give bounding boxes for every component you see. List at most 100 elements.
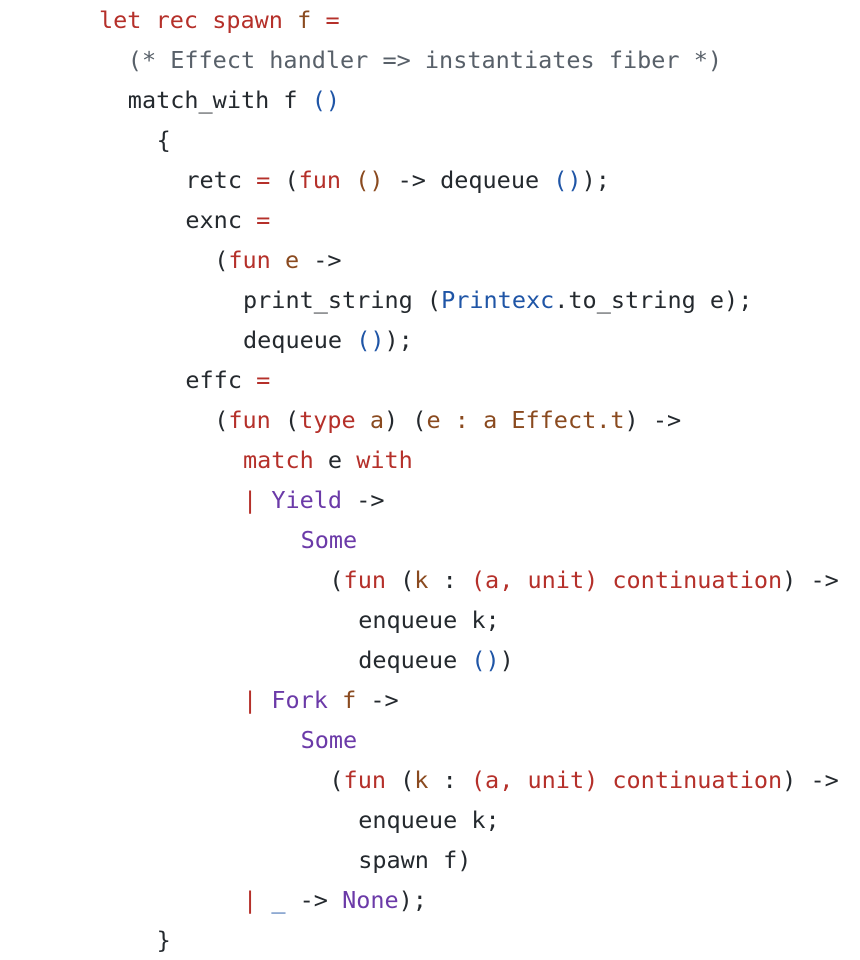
code-token xyxy=(242,366,256,394)
code-token: ) xyxy=(499,646,514,674)
code-token: k xyxy=(414,766,429,794)
code-token: : xyxy=(428,766,471,794)
code-token: | xyxy=(243,886,258,914)
code-line: (fun (k : (a, unit) continuation) -> xyxy=(329,760,838,800)
code-token: ( xyxy=(329,766,344,794)
code-line: enqueue k; xyxy=(358,600,499,640)
code-token: ) -> xyxy=(624,406,682,434)
code-line: dequeue ()) xyxy=(358,640,514,680)
code-token: None xyxy=(342,886,399,914)
code-token xyxy=(271,246,285,274)
code-token: } xyxy=(156,926,171,954)
code-token: = xyxy=(256,206,271,234)
code-token: f xyxy=(342,686,357,714)
code-token xyxy=(141,6,155,34)
code-token: match_with f xyxy=(127,86,312,114)
code-token: = xyxy=(256,366,271,394)
code-token: -> xyxy=(299,246,342,274)
code-token xyxy=(257,886,271,914)
code-token: | xyxy=(243,486,258,514)
code-token: () xyxy=(355,166,384,194)
code-token xyxy=(328,686,342,714)
code-token: ( xyxy=(270,166,299,194)
code-token: fun xyxy=(228,406,271,434)
code-token xyxy=(257,486,271,514)
code-token xyxy=(198,6,212,34)
code-token: fun xyxy=(298,166,342,194)
code-line: dequeue ()); xyxy=(243,320,413,360)
code-token: with xyxy=(356,446,413,474)
code-token: Fork xyxy=(271,686,328,714)
code-line: match e with xyxy=(243,440,413,480)
code-token: () xyxy=(311,86,341,114)
code-token: () xyxy=(471,646,500,674)
code-line: effc = xyxy=(185,360,270,400)
code-token: fun xyxy=(343,566,386,594)
code-line: let rec spawn f = xyxy=(99,0,340,40)
code-token: ); xyxy=(581,166,610,194)
code-line: Some xyxy=(301,520,358,560)
code-token: -> xyxy=(356,686,399,714)
code-line: (* Effect handler => instantiates fiber … xyxy=(128,40,722,80)
code-line: retc = (fun () -> dequeue ()); xyxy=(185,160,609,200)
code-line: spawn f) xyxy=(358,840,471,880)
code-token xyxy=(242,166,256,194)
code-token: -> xyxy=(285,886,343,914)
code-line: (fun (k : (a, unit) continuation) -> xyxy=(329,560,838,600)
code-token: Some xyxy=(300,526,358,554)
code-token: ( xyxy=(329,566,344,594)
code-token xyxy=(311,6,325,34)
code-token: ) ( xyxy=(384,406,427,434)
code-token: { xyxy=(156,126,171,154)
code-token: = xyxy=(325,6,340,34)
code-line: | Yield -> xyxy=(243,480,385,520)
code-token xyxy=(283,6,297,34)
code-line: } xyxy=(157,920,171,960)
code-token: _ xyxy=(271,886,286,914)
code-token: ); xyxy=(384,326,413,354)
code-token: ); xyxy=(398,886,427,914)
code-token: ( xyxy=(386,766,415,794)
code-line: match_with f () xyxy=(128,80,340,120)
code-token: spawn f) xyxy=(358,846,472,874)
code-token: effc xyxy=(185,366,242,394)
code-line: enqueue k; xyxy=(358,800,499,840)
code-token: print_string ( xyxy=(243,286,442,314)
code-line: | _ -> None); xyxy=(243,880,427,920)
code-token: ) -> xyxy=(782,766,839,794)
code-token: Yield xyxy=(271,486,343,514)
code-token: e xyxy=(426,406,441,434)
code-line: exnc = xyxy=(185,200,270,240)
code-token xyxy=(257,686,271,714)
code-token: match xyxy=(243,446,314,474)
code-token: enqueue k; xyxy=(358,606,500,634)
code-token xyxy=(242,206,256,234)
code-token: enqueue k; xyxy=(358,806,500,834)
code-token: (* Effect handler => instantiates fiber … xyxy=(127,46,723,74)
code-line: | Fork f -> xyxy=(243,680,399,720)
code-token: : xyxy=(428,566,471,594)
code-token: e xyxy=(284,246,300,274)
code-token: ( xyxy=(214,406,229,434)
code-token: : xyxy=(440,406,484,434)
code-token: Printexc xyxy=(441,286,555,314)
code-token: ) -> xyxy=(782,566,839,594)
code-token: a xyxy=(369,406,384,434)
code-token: dequeue xyxy=(358,646,472,674)
code-token: k xyxy=(414,566,429,594)
code-token: spawn xyxy=(212,6,283,34)
code-token: = xyxy=(256,166,271,194)
code-token: | xyxy=(243,686,258,714)
code-line: (fun e -> xyxy=(214,240,341,280)
code-token: e xyxy=(313,446,357,474)
code-token: retc xyxy=(185,166,242,194)
code-token: fun xyxy=(228,246,271,274)
code-token: () xyxy=(356,326,385,354)
code-line: Some xyxy=(301,720,358,760)
code-token: f xyxy=(297,6,312,34)
code-token: ( xyxy=(270,406,300,434)
code-token: a Effect.t xyxy=(483,406,625,434)
code-token: -> xyxy=(342,486,385,514)
code-token: ( xyxy=(214,246,229,274)
